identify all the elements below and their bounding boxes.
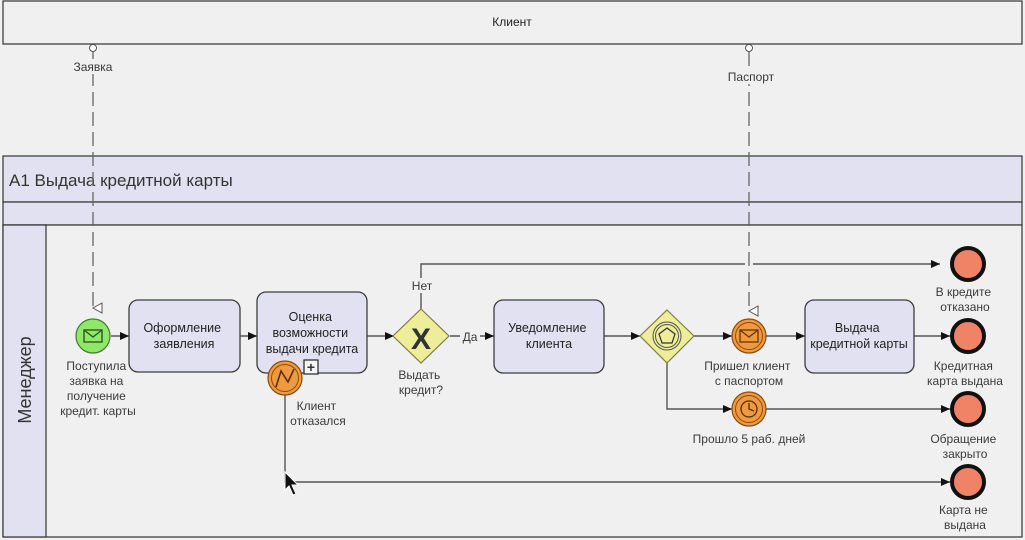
envelope-icon — [83, 329, 103, 343]
message-catch-label: Пришел клиент с паспортом — [704, 359, 793, 388]
end-event-label: В кредите отказано — [936, 285, 995, 314]
task-label: Выдача кредитной карты — [810, 321, 908, 351]
end-event-label: Обращение закрыто — [930, 432, 999, 461]
expand-plus-icon[interactable]: + — [303, 359, 319, 375]
pool-client-label: Клиент — [492, 15, 532, 29]
mouse-cursor-icon — [284, 470, 300, 496]
lightning-icon — [275, 368, 295, 388]
subprocess-ocenka[interactable]: Оценка возможности выдачи кредита + — [256, 291, 368, 375]
message-label-zayavka: Заявка — [74, 60, 113, 74]
end-event-ne-vydana[interactable]: Карта не выдана — [939, 464, 991, 532]
pentagon-icon — [658, 327, 676, 344]
envelope-icon — [739, 329, 759, 343]
timer-event[interactable]: Прошло 5 раб. дней — [693, 391, 806, 446]
task-oformlenie[interactable]: Оформление заявления — [128, 299, 241, 373]
end-event-label: Карта не выдана — [939, 503, 991, 532]
flow-gateway-yes[interactable]: Да — [450, 329, 494, 344]
flow-label-no: Нет — [412, 279, 433, 293]
message-label-passport: Паспорт — [728, 70, 775, 84]
boundary-error-event[interactable]: Клиент отказался — [267, 360, 346, 428]
boundary-error-label: Клиент отказался — [290, 399, 346, 428]
task-label: Уведомление клиента — [508, 321, 590, 351]
start-event[interactable]: Поступила заявка на получение кредит. ка… — [60, 318, 136, 418]
task-label: Оценка возможности выдачи кредита — [266, 310, 359, 356]
x-marker-icon: X — [411, 323, 431, 356]
message-flow-zayavka[interactable]: Заявка — [70, 44, 116, 314]
exclusive-gateway[interactable]: X Выдать кредит? — [392, 308, 450, 397]
pool-client[interactable]: Клиент — [2, 0, 1023, 45]
flow-eventgw-to-timer[interactable] — [666, 363, 732, 413]
pool-process[interactable]: A1 Выдача кредитной карты Менеджер — [2, 155, 1023, 538]
message-flow-passport[interactable]: Паспорт — [725, 44, 777, 317]
flow-gateway-no[interactable]: Нет — [410, 260, 940, 309]
message-catch-event[interactable]: Пришел клиент с паспортом — [704, 318, 793, 388]
timer-label: Прошло 5 раб. дней — [693, 432, 806, 446]
pool-process-title: A1 Выдача кредитной карты — [9, 171, 233, 190]
lane-header[interactable] — [2, 224, 47, 538]
task-vydacha[interactable]: Выдача кредитной карты — [804, 299, 915, 374]
flow-label-yes: Да — [463, 330, 478, 344]
lane-label: Менеджер — [15, 336, 35, 423]
svg-text:+: + — [307, 359, 315, 375]
gateway-label: Выдать кредит? — [398, 368, 443, 397]
start-event-label: Поступила заявка на получение кредит. ка… — [60, 359, 136, 418]
task-uvedomlenie[interactable]: Уведомление клиента — [493, 299, 605, 374]
end-event-otkazano[interactable]: В кредите отказано — [936, 246, 995, 314]
event-based-gateway[interactable] — [639, 309, 695, 364]
clock-icon — [740, 400, 758, 418]
task-label: Оформление заявления — [143, 321, 224, 351]
end-event-zakryto[interactable]: Обращение закрыто — [930, 391, 999, 461]
end-event-label: Кредитная карта выдана — [927, 359, 1003, 388]
end-event-vydana[interactable]: Кредитная карта выдана — [927, 318, 1003, 388]
